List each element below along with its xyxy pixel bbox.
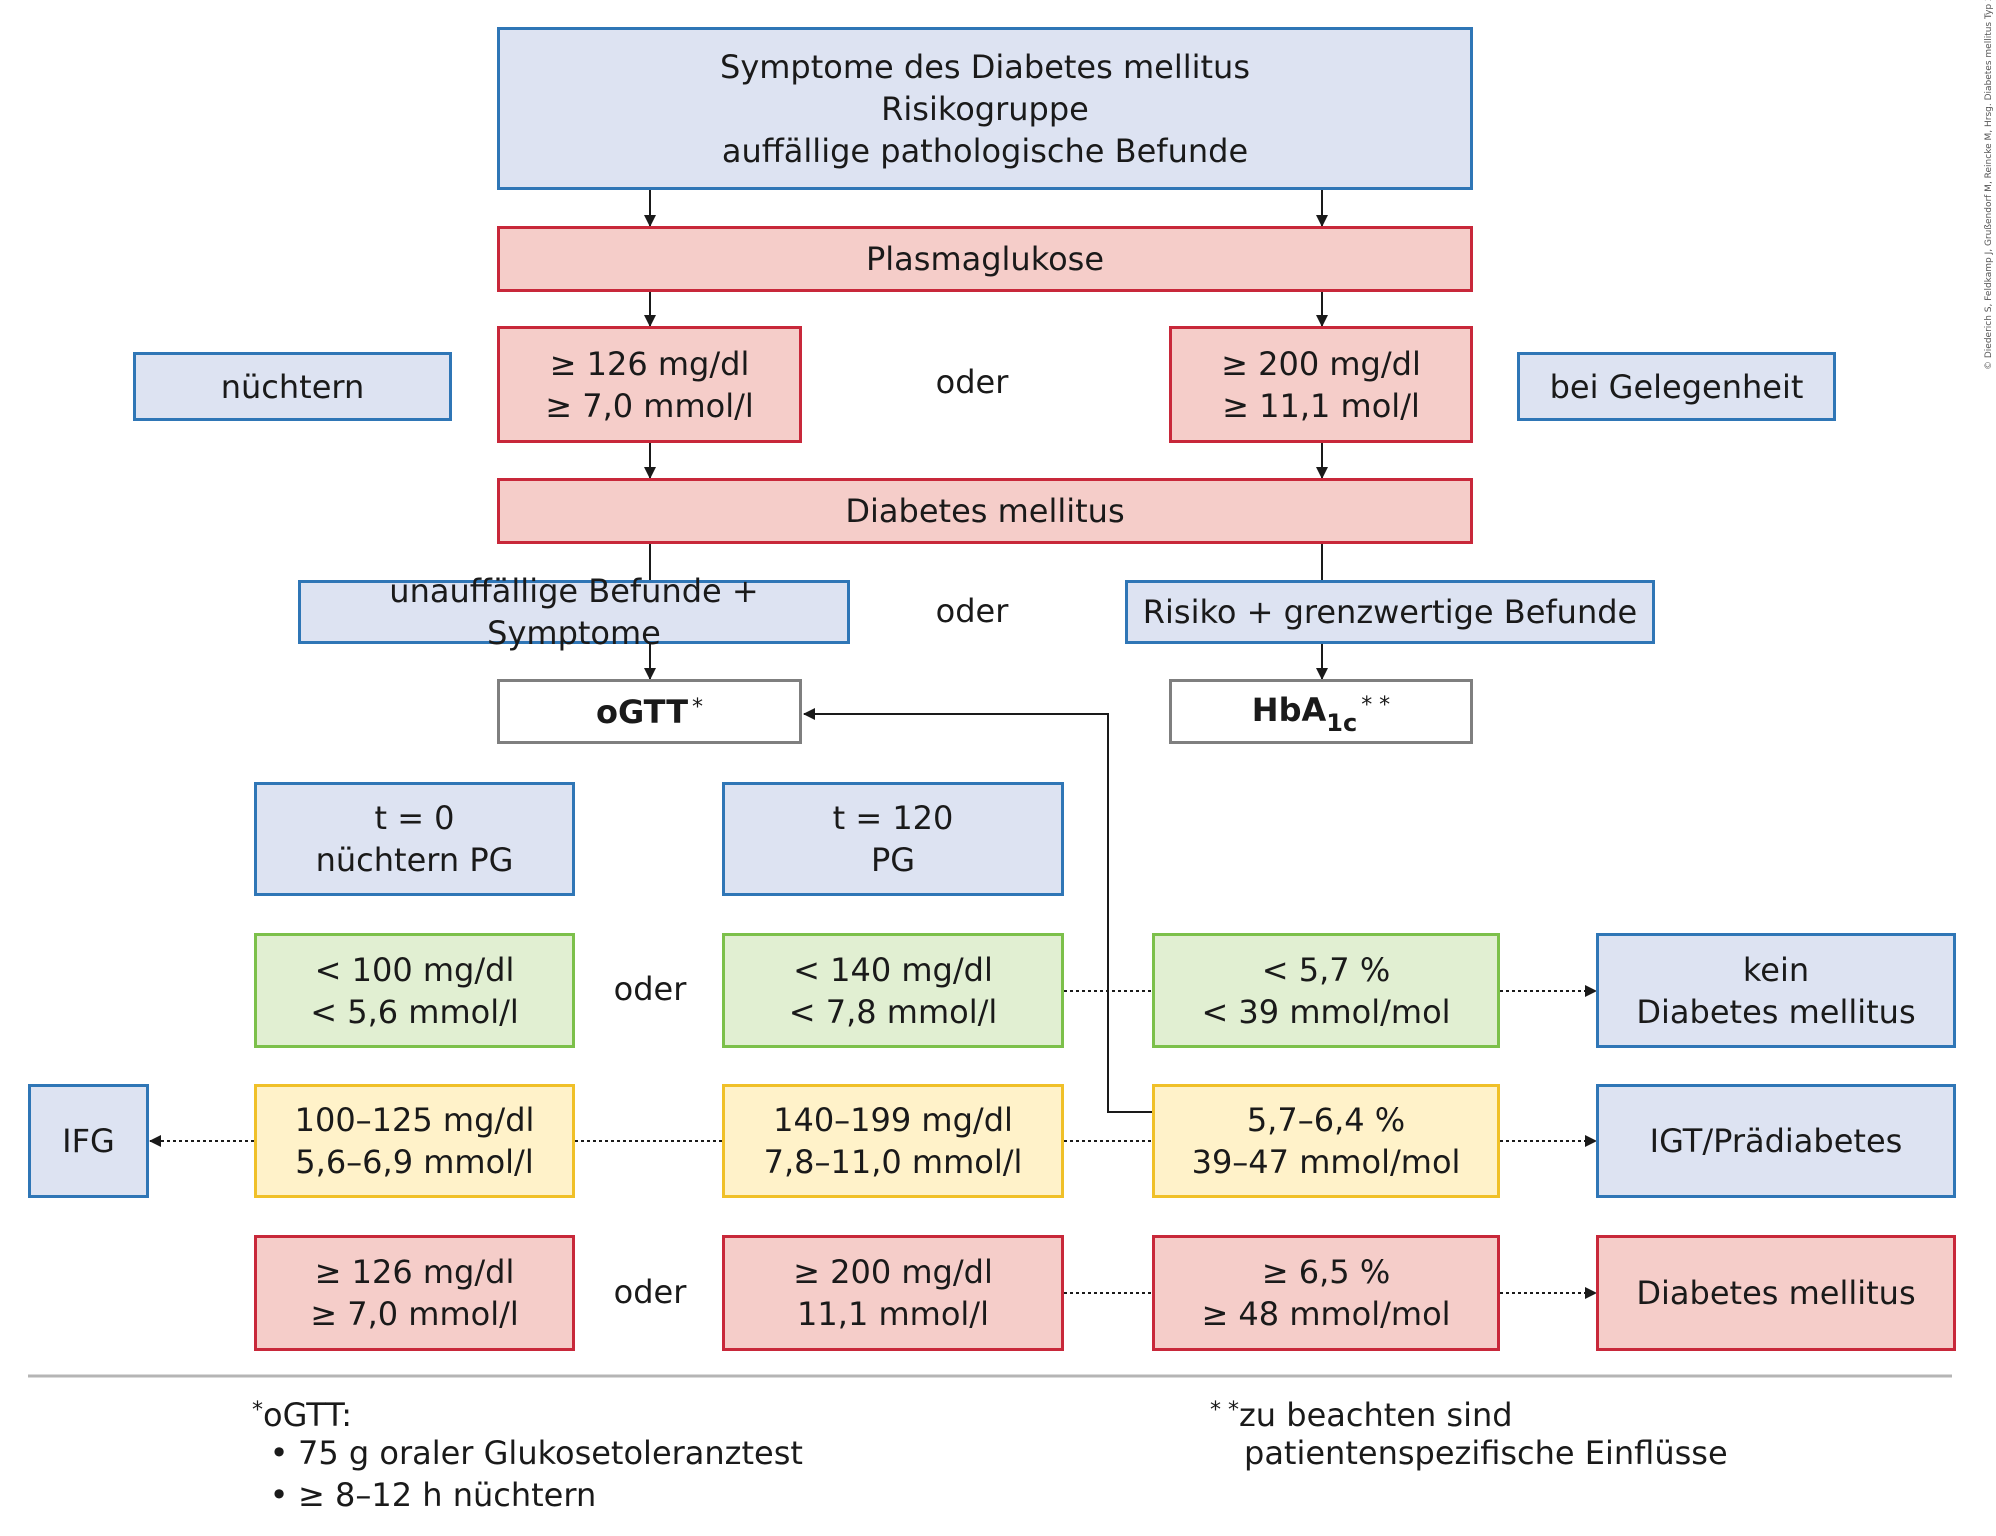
hba1c-label: HbA1c* *: [1251, 689, 1391, 737]
ogtt-footnote-mark: *: [692, 694, 704, 720]
ifg-box: IFG: [28, 1084, 149, 1198]
normal-result-line2: Diabetes mellitus: [1636, 992, 1916, 1031]
bullet-icon: •: [269, 1476, 289, 1514]
fasting-label: nüchtern: [220, 367, 365, 406]
normal-result-box: kein Diabetes mellitus: [1596, 933, 1956, 1048]
arrow-borderline-to-ogtt: [803, 708, 1152, 1113]
diabetes-t120-mgdl: ≥ 200 mg/dl: [793, 1253, 993, 1291]
column-t0-box: t = 0 nüchtern PG: [254, 782, 575, 896]
copyright-note: © Diederich S, Feldkamp J, Grußendorf M,…: [1984, 0, 1994, 370]
plasmaglukose-label: Plasmaglukose: [865, 240, 1105, 278]
indication-symptoms: Symptome des Diabetes mellitus: [720, 47, 1250, 86]
plasmaglukose-box: Plasmaglukose: [497, 226, 1473, 292]
occasional-threshold-box: ≥ 200 mg/dl ≥ 11,1 mol/l: [1169, 326, 1473, 443]
diabetes-hba1c-box: ≥ 6,5 % ≥ 48 mmol/mol: [1152, 1235, 1500, 1351]
diabetes-box: Diabetes mellitus: [497, 478, 1473, 544]
ogtt-box: oGTT*: [497, 679, 802, 744]
fasting-threshold-mmol: ≥ 7,0 mmol/l: [545, 386, 754, 425]
normal-t0-box: < 100 mg/dl < 5,6 mmol/l: [254, 933, 575, 1048]
normal-hba1c-mmol: < 39 mmol/mol: [1201, 992, 1451, 1031]
footnote-ogtt-item1-text: 75 g oraler Glukosetoleranztest: [298, 1434, 803, 1472]
column-t120-box: t = 120 PG: [722, 782, 1064, 896]
ogtt-label: oGTT*: [596, 691, 703, 733]
normal-t0-mgdl: < 100 mg/dl: [314, 950, 515, 989]
hba1c-footnote-mark: * *: [1361, 693, 1391, 718]
borderline-hba1c-percent: 5,7–6,4 %: [1246, 1101, 1406, 1139]
hba1c-subscript: 1c: [1326, 709, 1358, 737]
borderline-t0-mgdl: 100–125 mg/dl: [294, 1101, 535, 1139]
right-condition-box: Risiko + grenzwertige Befunde: [1125, 580, 1655, 644]
footnote-ogtt-title: *oGTT:: [252, 1394, 352, 1436]
left-condition-box: unauffällige Befunde + Symptome: [298, 572, 850, 652]
footnote-ogtt-item2-text: ≥ 8–12 h nüchtern: [298, 1476, 597, 1514]
column-t120-desc: PG: [870, 841, 916, 879]
normal-result-line1: kein: [1742, 950, 1810, 989]
borderline-t0-mmol: 5,6–6,9 mmol/l: [295, 1143, 534, 1181]
borderline-t0-box: 100–125 mg/dl 5,6–6,9 mmol/l: [254, 1084, 575, 1198]
diabetes-t0-box: ≥ 126 mg/dl ≥ 7,0 mmol/l: [254, 1235, 575, 1351]
borderline-t120-box: 140–199 mg/dl 7,8–11,0 mmol/l: [722, 1084, 1064, 1198]
occasional-label-box: bei Gelegenheit: [1517, 352, 1836, 421]
diabetes-result-label: Diabetes mellitus: [1636, 1274, 1916, 1312]
borderline-hba1c-mmol: 39–47 mmol/mol: [1191, 1143, 1461, 1181]
or-label-diabetes: oder: [613, 1273, 687, 1311]
indication-risk-group: Risikogruppe: [881, 89, 1089, 128]
diabetes-hba1c-mmol: ≥ 48 mmol/mol: [1201, 1295, 1451, 1333]
normal-hba1c-percent: < 5,7 %: [1261, 950, 1391, 989]
left-condition-label: unauffällige Befunde + Symptome: [389, 572, 759, 652]
ogtt-text: oGTT: [595, 692, 689, 731]
diabetes-result-box: Diabetes mellitus: [1596, 1235, 1956, 1351]
or-label-conditions: oder: [935, 592, 1009, 630]
bullet-icon: •: [269, 1434, 289, 1472]
footnote-ogtt-item2: •≥ 8–12 h nüchtern: [260, 1474, 597, 1516]
borderline-result-label: IGT/Prädiabetes: [1649, 1122, 1903, 1160]
occasional-threshold-mol: ≥ 11,1 mol/l: [1222, 386, 1420, 425]
normal-t0-mmol: < 5,6 mmol/l: [310, 992, 519, 1031]
footnote-ogtt-star: *: [252, 1398, 263, 1423]
hba1c-box: HbA1c* *: [1169, 679, 1473, 744]
diabetes-t120-mmol: 11,1 mmol/l: [797, 1295, 989, 1333]
or-label-normal: oder: [613, 970, 687, 1008]
fasting-threshold-mgdl: ≥ 126 mg/dl: [549, 344, 750, 383]
or-label-thresholds: oder: [935, 363, 1009, 401]
footnote-ogtt-title-text: oGTT:: [263, 1396, 353, 1434]
diabetes-label: Diabetes mellitus: [845, 492, 1125, 530]
footnote-hba1c-line1-text: zu beachten sind: [1239, 1396, 1513, 1434]
footnote-hba1c-star: * *: [1210, 1398, 1239, 1423]
normal-t120-mgdl: < 140 mg/dl: [793, 950, 993, 989]
diabetes-hba1c-percent: ≥ 6,5 %: [1261, 1253, 1391, 1291]
right-condition-label: Risiko + grenzwertige Befunde: [1142, 593, 1638, 631]
footnote-ogtt-item1: •75 g oraler Glukosetoleranztest: [260, 1432, 803, 1474]
fasting-label-box: nüchtern: [133, 352, 452, 421]
diabetes-t0-mmol: ≥ 7,0 mmol/l: [310, 1295, 519, 1333]
borderline-hba1c-box: 5,7–6,4 % 39–47 mmol/mol: [1152, 1084, 1500, 1198]
diabetes-t0-mgdl: ≥ 126 mg/dl: [314, 1253, 515, 1291]
diabetes-t120-box: ≥ 200 mg/dl 11,1 mmol/l: [722, 1235, 1064, 1351]
column-t0-desc: nüchtern PG: [315, 841, 514, 879]
normal-t120-mmol: < 7,8 mmol/l: [788, 992, 998, 1031]
normal-hba1c-box: < 5,7 % < 39 mmol/mol: [1152, 933, 1500, 1048]
indication-box: Symptome des Diabetes mellitus Risikogru…: [497, 27, 1473, 190]
fasting-threshold-box: ≥ 126 mg/dl ≥ 7,0 mmol/l: [497, 326, 802, 443]
occasional-label: bei Gelegenheit: [1549, 367, 1804, 406]
borderline-t120-mmol: 7,8–11,0 mmol/l: [763, 1143, 1023, 1181]
normal-t120-box: < 140 mg/dl < 7,8 mmol/l: [722, 933, 1064, 1048]
hba1c-text: HbA: [1251, 691, 1327, 729]
footnote-hba1c-line1: * *zu beachten sind: [1210, 1394, 1513, 1436]
footnote-hba1c-line2: patientenspezifische Einflüsse: [1244, 1434, 1728, 1472]
ifg-label: IFG: [62, 1122, 115, 1160]
borderline-t120-mgdl: 140–199 mg/dl: [773, 1101, 1013, 1139]
occasional-threshold-mgdl: ≥ 200 mg/dl: [1221, 344, 1421, 383]
indication-findings: auffällige pathologische Befunde: [721, 131, 1249, 170]
column-t0-time: t = 0: [374, 799, 455, 837]
column-t120-time: t = 120: [832, 799, 954, 837]
borderline-result-box: IGT/Prädiabetes: [1596, 1084, 1956, 1198]
